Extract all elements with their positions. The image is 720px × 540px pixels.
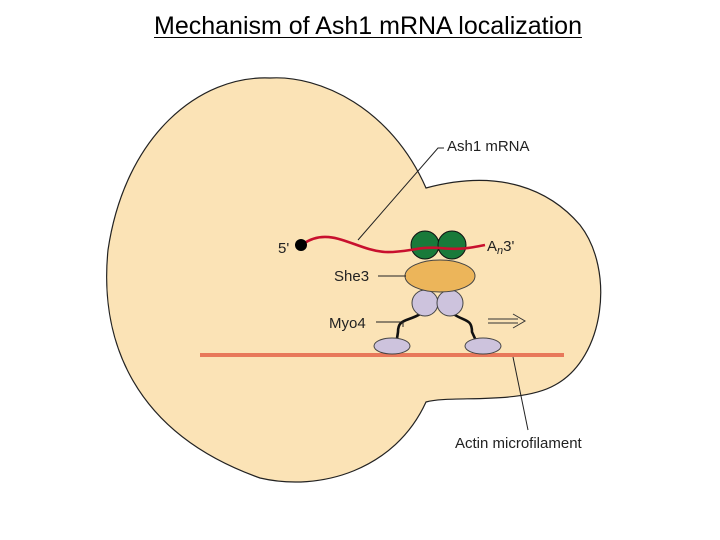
poly-a-three-prime-label: An3' xyxy=(487,238,514,257)
ash1-leader-line xyxy=(357,147,444,241)
poly-a-subscript: n xyxy=(497,245,503,257)
right-arrow-icon xyxy=(488,313,526,329)
five-prime-label: 5' xyxy=(278,240,289,257)
three-prime-label: 3' xyxy=(503,238,514,255)
myo4-leg-right xyxy=(451,311,480,346)
myo4-foot-left xyxy=(373,337,411,355)
she3-protein xyxy=(404,259,476,293)
actin-leader-line xyxy=(512,356,529,431)
ash1-mrna-strand xyxy=(302,235,486,254)
she3-label: She3 xyxy=(334,268,369,285)
myo4-head-left xyxy=(411,289,439,317)
myo4-label: Myo4 xyxy=(329,315,366,332)
ash1-mrna-label: Ash1 mRNA xyxy=(447,138,530,155)
myo4-leader-line xyxy=(376,321,404,327)
she2-protein-right xyxy=(437,230,467,260)
page-title: Mechanism of Ash1 mRNA localization xyxy=(154,12,582,40)
poly-a-label: A xyxy=(487,238,497,255)
she2-protein-left xyxy=(410,230,440,260)
yeast-cell-outline xyxy=(106,77,602,483)
five-prime-cap xyxy=(295,239,307,251)
myo4-leg-left xyxy=(394,311,423,346)
myo4-head-right xyxy=(436,289,464,317)
myo4-foot-right xyxy=(464,337,502,355)
actin-microfilament-label: Actin microfilament xyxy=(455,435,583,452)
